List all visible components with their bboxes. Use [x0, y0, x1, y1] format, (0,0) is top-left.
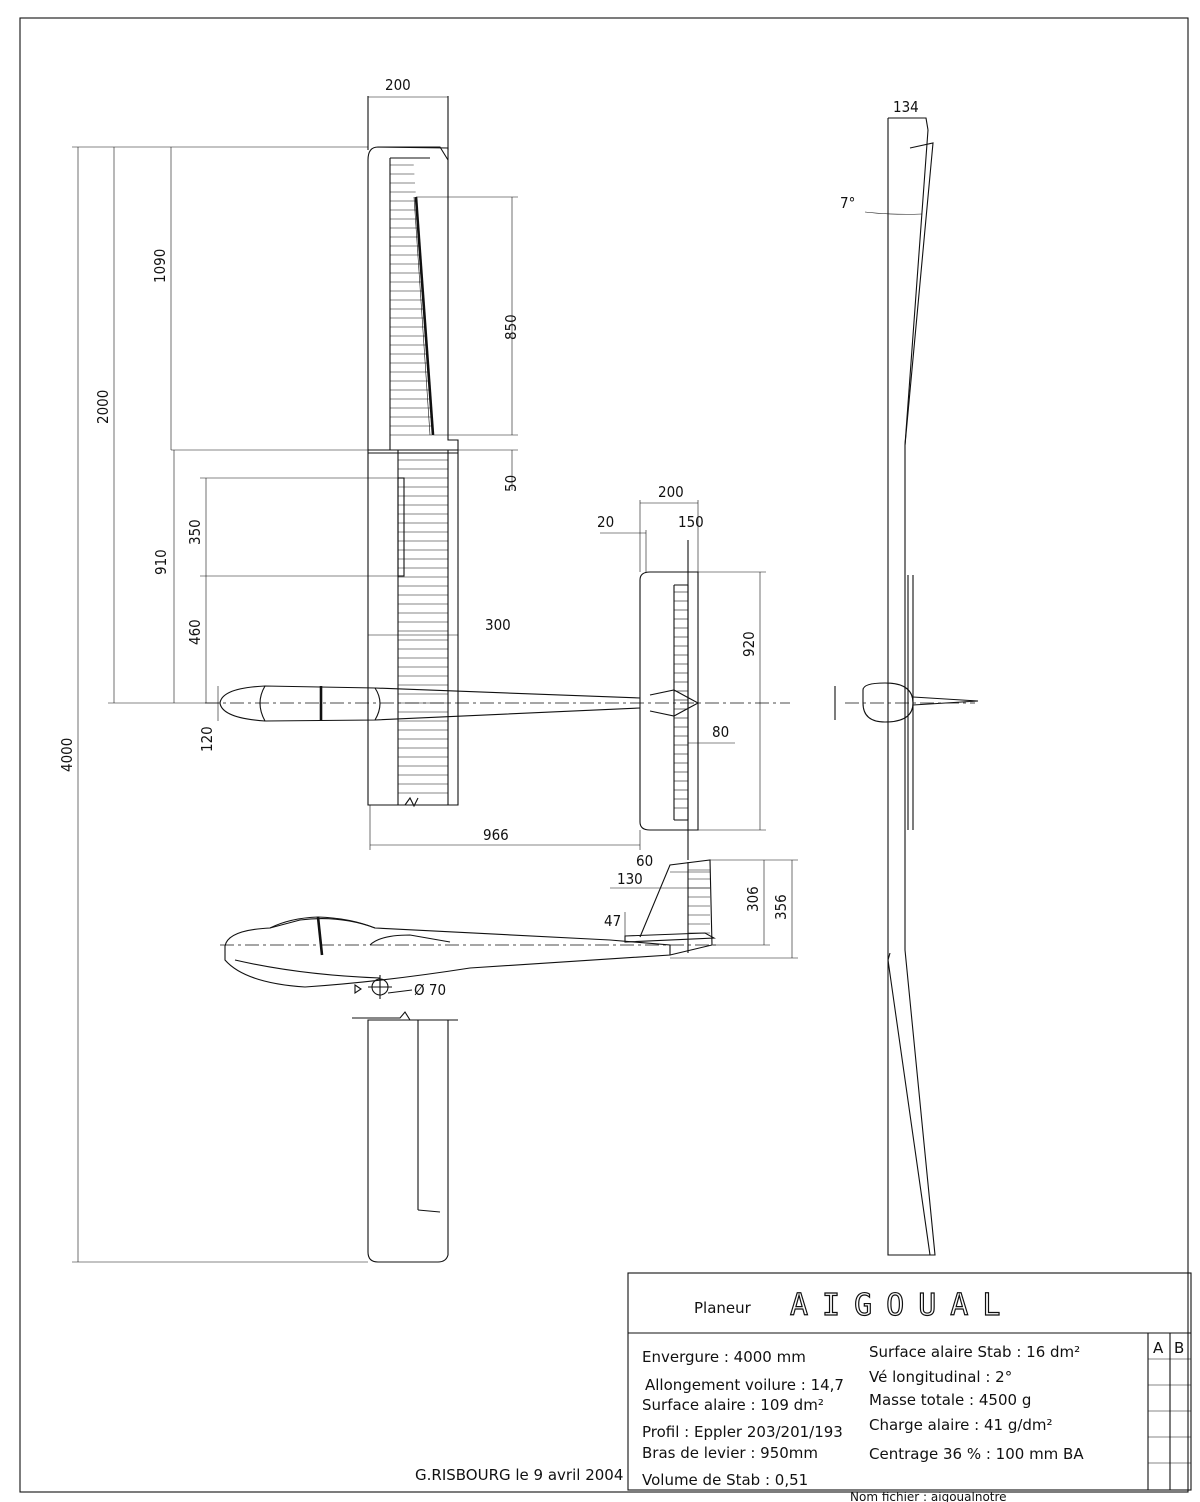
- title-block: Planeur AIGOUAL A B Envergure : 4000 mm …: [627, 1272, 1192, 1491]
- dim-fin-total: 356: [772, 894, 790, 920]
- dim-spoiler-length: 350: [186, 519, 204, 545]
- title-name: AIGOUAL: [790, 1288, 1014, 1323]
- spec-left-3: Profil : Eppler 203/201/193: [642, 1423, 843, 1441]
- title-type-label: Planeur: [694, 1299, 752, 1317]
- dimension-labels: 200 4000 2000 1090 910 350 460 120 850 5…: [58, 76, 919, 999]
- dim-stab-le: 20: [597, 513, 614, 531]
- dim-stab-chord: 200: [658, 483, 684, 501]
- dim-fin-height: 306: [744, 886, 762, 912]
- spec-right-3: Charge alaire : 41 g/dm²: [869, 1416, 1053, 1434]
- dim-tail-arm: 966: [483, 826, 509, 844]
- author-signature: G.RISBOURG le 9 avril 2004: [415, 1466, 623, 1484]
- dim-span: 4000: [58, 738, 76, 772]
- wing-plan-view: [367, 96, 459, 808]
- spec-right-1: Vé longitudinal : 2°: [869, 1368, 1012, 1386]
- dim-fuselage-width: 120: [198, 726, 216, 752]
- dim-wheel: Ø 70: [414, 981, 446, 999]
- dim-outer-panel: 1090: [151, 249, 169, 283]
- dim-gap: 50: [502, 475, 520, 492]
- dim-inner-chord: 300: [485, 616, 511, 634]
- dim-fin-chord: 130: [617, 870, 643, 888]
- fuselage-plan-view: [205, 685, 790, 722]
- dim-inner-panel: 910: [152, 549, 170, 575]
- wing-lower-half: [352, 1011, 458, 1263]
- dim-half-span: 2000: [94, 390, 112, 424]
- stabilizer-plan-view: [639, 540, 700, 860]
- title-col-b: B: [1174, 1339, 1184, 1357]
- title-col-a: A: [1153, 1339, 1164, 1357]
- dimension-lines: [72, 96, 926, 1263]
- dim-spoiler-offset: 460: [186, 619, 204, 645]
- dim-elevator-chord: 80: [712, 723, 729, 741]
- side-view: [220, 859, 720, 999]
- dim-tip-chord: 134: [893, 98, 919, 116]
- dim-stab-span: 920: [740, 631, 758, 657]
- front-view: [834, 117, 979, 1256]
- dim-aileron: 850: [502, 314, 520, 340]
- spec-right-0: Surface alaire Stab : 16 dm²: [869, 1343, 1080, 1361]
- sheet-border: [19, 17, 1189, 1493]
- spec-right-2: Masse totale : 4500 g: [869, 1391, 1031, 1409]
- dim-dihedral: 7°: [840, 194, 855, 212]
- dim-tail-cone: 47: [604, 912, 621, 930]
- dim-fin-top: 60: [636, 852, 653, 870]
- spec-left-0: Envergure : 4000 mm: [642, 1348, 806, 1366]
- spec-left-4: Bras de levier : 950mm: [642, 1444, 818, 1462]
- spec-right-4: Centrage 36 % : 100 mm BA: [869, 1445, 1084, 1463]
- spec-left-1: Allongement voilure : 14,7: [645, 1376, 844, 1394]
- file-name: Nom fichier : aigoualnotre: [850, 1490, 1007, 1502]
- spec-left-2: Surface alaire : 109 dm²: [642, 1396, 824, 1414]
- spec-left-5: Volume de Stab : 0,51: [642, 1471, 808, 1489]
- dim-elevator-pos: 150: [678, 513, 704, 531]
- dim-root-chord: 200: [385, 76, 411, 94]
